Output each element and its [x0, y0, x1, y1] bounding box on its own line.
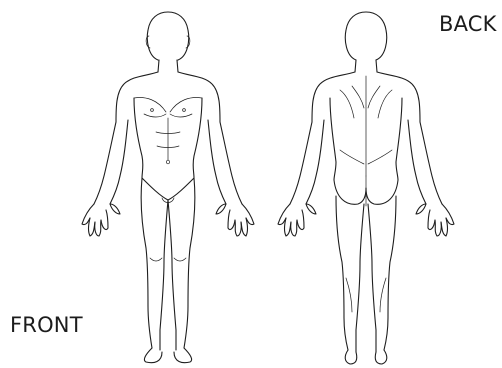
front-body-outline [62, 0, 272, 368]
back-body-figure [256, 0, 476, 368]
back-label: BACK [439, 14, 497, 35]
back-body-outline [256, 0, 476, 368]
front-label: FRONT [10, 315, 83, 336]
front-body-figure [62, 0, 272, 368]
